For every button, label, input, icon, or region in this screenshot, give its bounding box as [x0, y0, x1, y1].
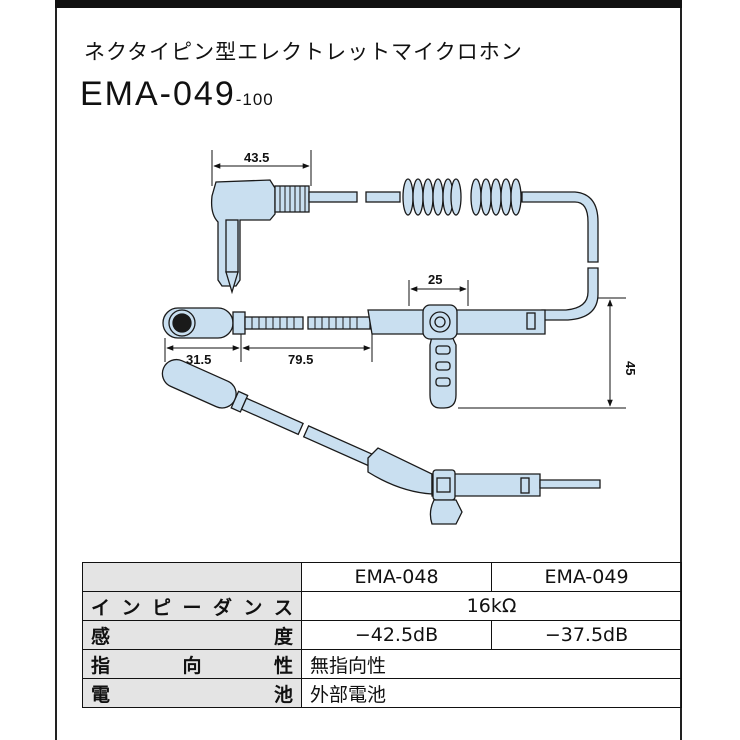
label-char: ピ — [151, 596, 171, 619]
label-char: ン — [121, 596, 141, 619]
coil-cord-1 — [402, 178, 462, 216]
spec-row-sensitivity: 感 度 −42.5dB −37.5dB — [82, 620, 682, 650]
angled-bend — [367, 447, 433, 495]
dim-head-length: 31.5 — [186, 352, 211, 367]
label-char: 池 — [273, 683, 293, 706]
plug-body — [210, 179, 276, 287]
mic-capsule — [172, 313, 192, 333]
label-sensitivity: 感 度 — [82, 620, 302, 650]
cord-segment-2 — [365, 191, 401, 203]
angled-clip-foot — [429, 499, 463, 525]
cord-to-clip — [541, 267, 599, 321]
gooseneck-ridges — [251, 317, 358, 329]
spec-row-impedance: イ ン ピ ー ダ ン ス 16kΩ — [82, 591, 682, 621]
plug-strain-relief — [274, 185, 310, 213]
right-border-rule — [680, 8, 682, 740]
plug-tip — [225, 271, 239, 295]
value-sensitivity-ema-049: −37.5dB — [491, 620, 682, 650]
cord-bend — [521, 191, 599, 263]
label-battery: 電 池 — [82, 678, 302, 708]
value-battery: 外部電池 — [301, 678, 682, 708]
dim-clip-width: 25 — [428, 272, 442, 287]
plug-pin — [225, 219, 239, 273]
angled-body-bar — [431, 473, 541, 497]
label-char: 指 — [91, 654, 111, 677]
dim-plug-length: 43.5 — [244, 150, 269, 165]
label-char: ー — [182, 596, 202, 619]
spec-row-directivity: 指 向 性 無指向性 — [82, 649, 682, 679]
clip-slot-2 — [435, 361, 451, 371]
model-number-main: EMA-049 — [80, 75, 236, 113]
cord-segment-1 — [308, 191, 358, 203]
value-impedance: 16kΩ — [301, 591, 682, 621]
mic-side-view — [162, 304, 546, 409]
angled-cord — [539, 479, 601, 489]
mic-angled-view — [161, 358, 601, 525]
label-char: ン — [243, 596, 263, 619]
plug-ridges — [279, 186, 306, 212]
angled-body-band — [520, 477, 530, 494]
model-header-ema-048: EMA-048 — [301, 562, 492, 592]
dimension-lines — [164, 150, 626, 409]
label-char: 感 — [91, 625, 111, 648]
gooseneck-2 — [307, 316, 371, 330]
angled-gooseneck-1 — [240, 397, 304, 436]
technical-drawing: 43.5 31.5 79.5 25 45 — [161, 150, 638, 525]
spec-table: EMA-048 EMA-049 イ ン ピ ー ダ ン ス 16kΩ 感 度 −… — [82, 562, 682, 708]
dim-arm-length: 79.5 — [288, 352, 313, 367]
label-char: ダ — [212, 596, 232, 619]
spec-corner-cell — [82, 562, 302, 592]
label-char: イ — [91, 596, 111, 619]
top-border-bar — [55, 0, 682, 8]
label-char: ス — [273, 596, 293, 619]
coil-cord-2 — [470, 178, 522, 216]
mic-collar — [232, 311, 246, 335]
value-directivity: 無指向性 — [301, 649, 682, 679]
model-number: EMA-049-100 — [80, 75, 274, 114]
label-char: 電 — [91, 683, 111, 706]
model-number-suffix: -100 — [235, 90, 274, 109]
plug-assembly — [210, 178, 599, 321]
product-title: ネクタイピン型エレクトレットマイクロホン — [84, 40, 523, 64]
clip-slot-3 — [435, 377, 451, 387]
angled-clip-window — [436, 477, 451, 493]
label-impedance: イ ン ピ ー ダ ン ス — [82, 591, 302, 621]
label-char: 性 — [273, 654, 293, 677]
left-border-rule — [55, 8, 57, 740]
spec-header-row: EMA-048 EMA-049 — [82, 562, 682, 592]
value-sensitivity-ema-048: −42.5dB — [301, 620, 492, 650]
dim-clip-height: 45 — [623, 361, 638, 375]
model-header-ema-049: EMA-049 — [491, 562, 682, 592]
label-char: 度 — [273, 625, 293, 648]
label-directivity: 指 向 性 — [82, 649, 302, 679]
clip-slot-1 — [435, 345, 451, 355]
clip-hub-center — [434, 316, 446, 328]
label-char: 向 — [182, 654, 202, 677]
spec-row-battery: 電 池 外部電池 — [82, 678, 682, 708]
body-end-band — [526, 312, 536, 330]
